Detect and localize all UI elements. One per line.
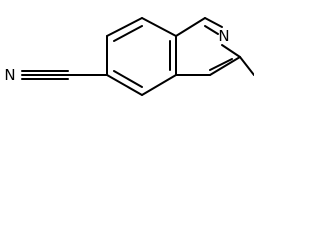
nitrile-group bbox=[21, 70, 108, 80]
bond-f-g bbox=[175, 17, 206, 37]
double-bond-inner-5 bbox=[209, 58, 233, 71]
benzo-ring bbox=[106, 17, 177, 96]
bond-h-i bbox=[209, 56, 241, 76]
double-bond-inner-1 bbox=[113, 25, 143, 42]
pyridine-ring bbox=[175, 17, 241, 76]
bond-g-n bbox=[204, 17, 223, 28]
methyl-bond bbox=[239, 56, 254, 76]
nitrile-nitrogen-label: N bbox=[4, 66, 15, 84]
bond-d-e bbox=[141, 74, 177, 96]
double-bond-inner-4 bbox=[204, 25, 219, 35]
isoquinoline-carbonitrile-structure: N N bbox=[4, 17, 254, 96]
bond-n-h bbox=[221, 44, 241, 58]
bond-a-b bbox=[106, 17, 143, 37]
double-bond-inner-2 bbox=[113, 70, 143, 88]
bond-f-a bbox=[141, 17, 177, 37]
bond-c-d bbox=[106, 74, 143, 96]
ring-nitrogen-label: N bbox=[218, 27, 229, 45]
